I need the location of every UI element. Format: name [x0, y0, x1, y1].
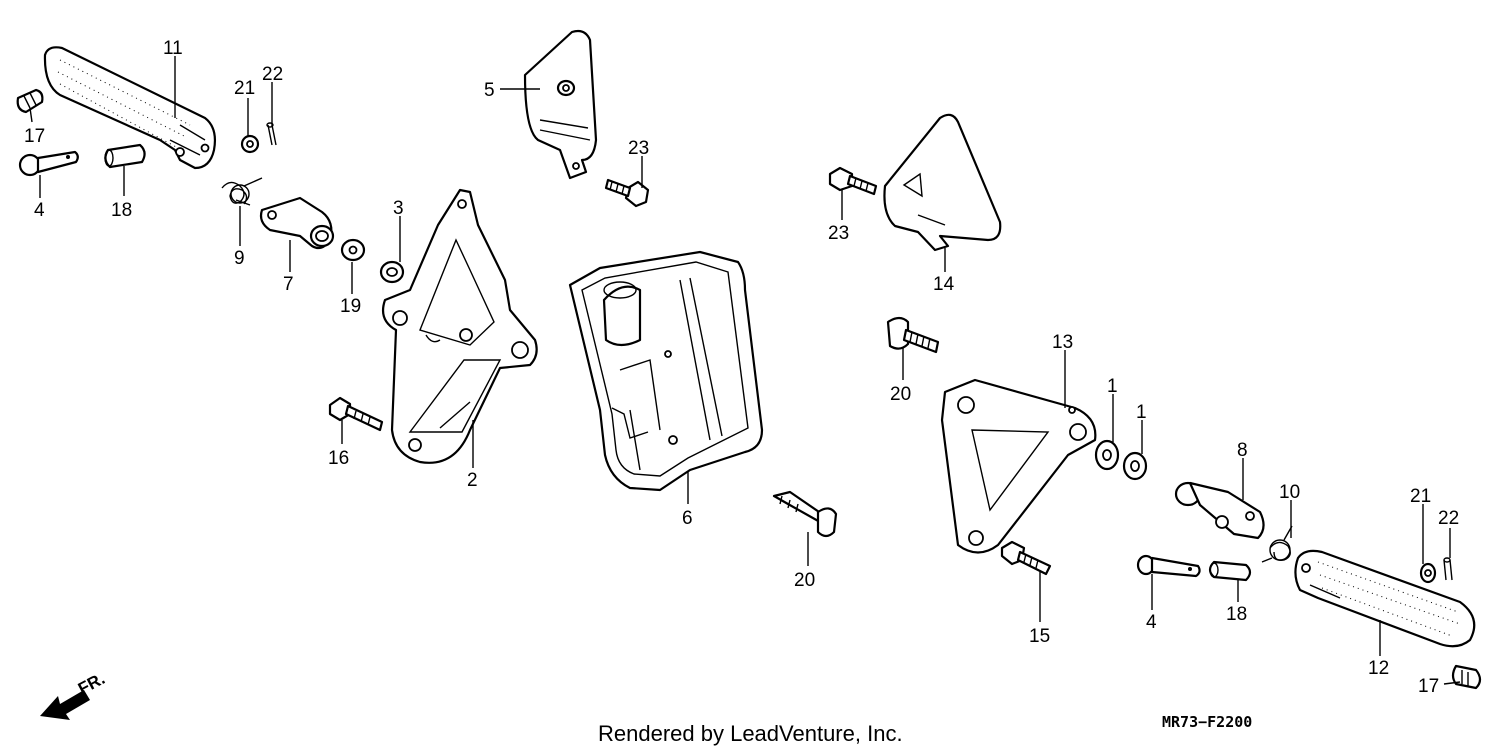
leader-lines: [29, 56, 1461, 685]
callout-7: 7: [283, 274, 294, 295]
callout-4: 4: [34, 200, 45, 221]
callout-2: 2: [467, 470, 478, 491]
callout-17b: 17: [1418, 676, 1439, 697]
part-5-heel-plate[interactable]: [523, 29, 598, 180]
callout-17: 17: [24, 126, 45, 147]
part-15-right-bolt[interactable]: [1000, 540, 1052, 576]
part-4-left-pin[interactable]: [18, 150, 79, 177]
part-9-left-spring[interactable]: [221, 177, 263, 206]
callout-20: 20: [794, 570, 815, 591]
callout-20b: 20: [890, 384, 911, 405]
front-arrow-icon: [40, 690, 90, 720]
callout-15: 15: [1029, 626, 1050, 647]
part-14-right-heel-plate[interactable]: [883, 113, 1002, 252]
part-12-right-footpeg[interactable]: [1294, 549, 1476, 648]
part-18-right-collar[interactable]: [1208, 560, 1252, 582]
part-17-left-stopper[interactable]: [16, 88, 44, 114]
part-13-right-bracket[interactable]: [940, 378, 1097, 554]
front-direction-marker: FR.: [40, 669, 108, 720]
callout-10: 10: [1279, 482, 1300, 503]
callout-12: 12: [1368, 658, 1389, 679]
callout-23: 23: [628, 138, 649, 159]
callout-5: 5: [484, 80, 495, 101]
callout-11: 11: [163, 38, 183, 59]
part-23-bolt-right[interactable]: [828, 166, 878, 196]
part-8-right-pivot[interactable]: [1174, 481, 1265, 540]
callout-8: 8: [1237, 440, 1248, 461]
callout-19: 19: [340, 296, 361, 317]
part-21-left-washer[interactable]: [240, 134, 260, 154]
part-16-left-bolt[interactable]: [328, 396, 384, 432]
part-22-right-cotter-pin[interactable]: [1443, 557, 1453, 581]
callout-13: 13: [1052, 332, 1073, 353]
part-7-left-pivot[interactable]: [259, 196, 335, 250]
part-11-left-footpeg[interactable]: [43, 46, 217, 170]
callout-18b: 18: [1226, 604, 1247, 625]
callout-9: 9: [234, 248, 245, 269]
part-21-right-washer[interactable]: [1419, 562, 1437, 584]
part-6-heel-guard[interactable]: [568, 250, 764, 492]
callout-21b: 21: [1410, 486, 1431, 507]
callout-1a: 1: [1107, 376, 1118, 397]
part-3-collar[interactable]: [379, 260, 405, 284]
callout-labels: 11 17 21 22 4 18 9 7 3 19 2 16 5 23 6 20…: [24, 38, 1459, 697]
part-2-left-bracket[interactable]: [381, 188, 538, 464]
part-1-washer-a[interactable]: [1094, 439, 1120, 471]
callout-1b: 1: [1136, 402, 1147, 423]
callout-3: 3: [393, 198, 404, 219]
part-17-right-stopper[interactable]: [1451, 664, 1482, 690]
part-18-left-collar[interactable]: [104, 143, 146, 169]
credit-text: Rendered by LeadVenture, Inc.: [598, 721, 903, 746]
diagram-code: MR73−F2200: [1162, 713, 1252, 731]
callout-22b: 22: [1438, 508, 1459, 529]
callout-23b: 23: [828, 223, 849, 244]
callout-16: 16: [328, 448, 349, 469]
callout-18: 18: [111, 200, 132, 221]
part-20-bolt-right[interactable]: [886, 316, 940, 354]
callout-14: 14: [933, 274, 955, 295]
part-1-washer-b[interactable]: [1122, 451, 1148, 481]
part-22-left-cotter-pin[interactable]: [266, 122, 277, 146]
callout-21: 21: [234, 78, 255, 99]
part-10-right-spring[interactable]: [1261, 525, 1293, 563]
part-19-left-washer[interactable]: [340, 238, 366, 262]
part-20-bolt-lower[interactable]: [772, 490, 838, 538]
callout-4b: 4: [1146, 612, 1157, 633]
callout-6: 6: [682, 508, 693, 529]
part-4-right-pin[interactable]: [1136, 554, 1201, 578]
callout-22: 22: [262, 64, 283, 85]
